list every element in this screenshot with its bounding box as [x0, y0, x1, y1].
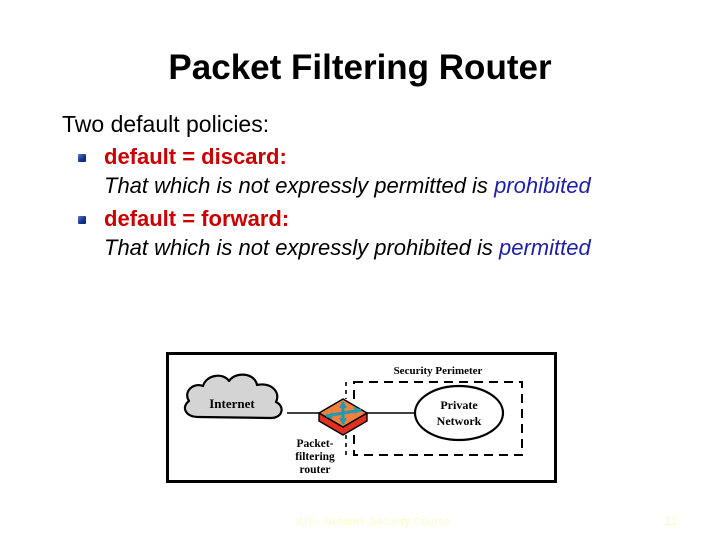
router-label-line1: Packet-	[296, 438, 333, 450]
private-network-label-line2: Network	[437, 414, 482, 428]
bullet-body-plain-text: That which is not expressly prohibited i…	[104, 235, 493, 260]
list-item: default = forward: That which is not exp…	[62, 205, 662, 262]
security-perimeter-box	[353, 381, 523, 456]
router-label-line2: filtering	[295, 451, 335, 463]
bullet-body-discard: That which is not expressly permitted is…	[104, 171, 662, 200]
router-label-line3: router	[299, 464, 330, 476]
security-perimeter-label: Security Perimeter	[394, 365, 483, 377]
bullet-heading-discard: default = discard:	[104, 144, 287, 169]
router-icon	[318, 398, 368, 436]
footer-page-number: 11	[664, 513, 678, 528]
bullet-body-accent-word: permitted	[498, 235, 591, 260]
slide-body: Two default policies: default = discard:…	[62, 110, 662, 267]
private-network-ellipse	[413, 384, 505, 442]
bullet-body-plain-text: That which is not expressly permitted is	[104, 173, 488, 198]
list-item: default = discard: That which is not exp…	[62, 143, 662, 200]
lead-line: Two default policies:	[62, 111, 270, 137]
packet-filtering-router-diagram: Internet Security Perimeter	[166, 352, 557, 483]
bullet-body-forward: That which is not expressly prohibited i…	[104, 233, 662, 262]
private-network-label-line1: Private	[440, 398, 478, 412]
internet-cloud-icon	[183, 373, 283, 420]
square-bullet-icon	[78, 154, 86, 162]
square-bullet-icon	[78, 216, 86, 224]
policy-bullet-list: default = discard: That which is not exp…	[62, 143, 662, 262]
internet-label: Internet	[209, 396, 255, 411]
bullet-heading-forward: default = forward:	[104, 206, 290, 231]
footer-course-label: IUT– Network Security Course	[296, 516, 451, 528]
page-title: Packet Filtering Router	[168, 48, 552, 87]
bullet-body-accent-word: prohibited	[494, 173, 591, 198]
